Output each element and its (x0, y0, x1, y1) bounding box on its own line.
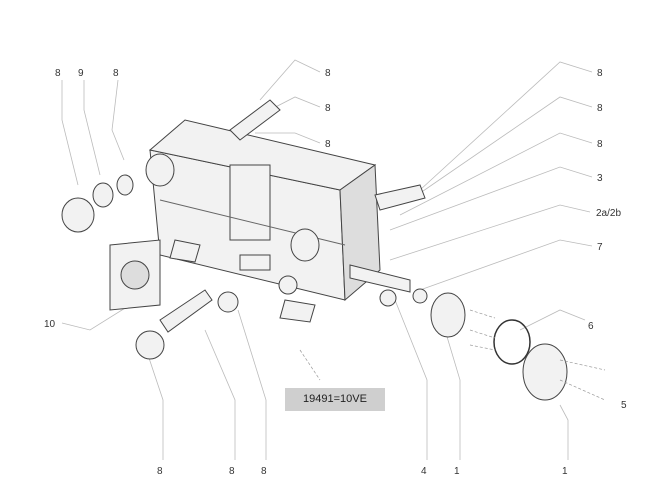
label-8: 8 (325, 139, 331, 150)
label-8: 8 (261, 466, 267, 477)
label-8: 8 (55, 68, 61, 79)
label-5: 5 (621, 400, 627, 411)
arrow-to-note (299, 349, 321, 381)
hose-tails (61, 99, 426, 360)
label-2a-2b: 2a/2b (596, 208, 621, 219)
label-7: 7 (597, 242, 603, 253)
packaging-note: 19491=10VE (285, 388, 385, 411)
label-8: 8 (157, 466, 163, 477)
label-8: 8 (325, 68, 331, 79)
label-1: 1 (454, 466, 460, 477)
label-1: 1 (562, 466, 568, 477)
label-8: 8 (597, 103, 603, 114)
leader-lines (61, 59, 593, 460)
label-10: 10 (44, 319, 56, 330)
label-9: 9 (78, 68, 84, 79)
part-labels: 8 9 8 8 8 8 8 8 8 3 2a/2b 7 6 5 10 8 8 8… (44, 68, 627, 477)
label-3: 3 (597, 173, 603, 184)
label-8: 8 (597, 68, 603, 79)
lamp-and-cap-parts (349, 264, 606, 401)
uv-clarifier-housing (145, 119, 381, 323)
label-6: 6 (588, 321, 594, 332)
label-4: 4 (421, 466, 427, 477)
label-8: 8 (325, 103, 331, 114)
label-plate (109, 239, 161, 311)
label-8: 8 (229, 466, 235, 477)
label-8: 8 (597, 139, 603, 150)
label-8: 8 (113, 68, 119, 79)
